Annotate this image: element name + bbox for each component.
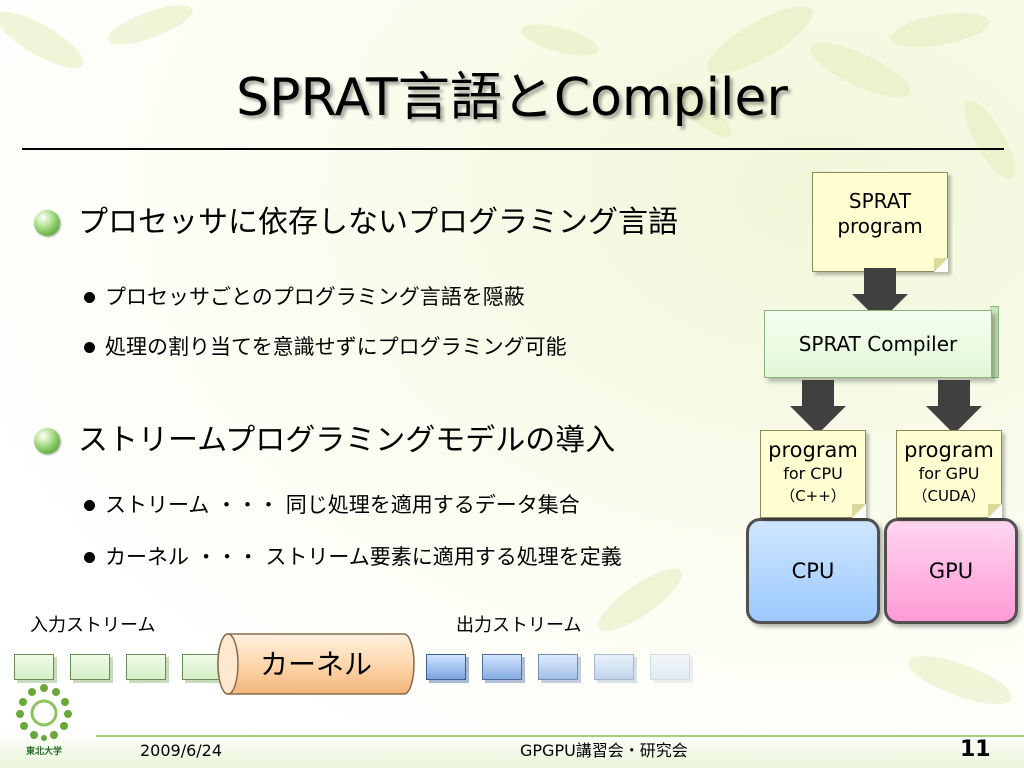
- sub-bullet: 処理の割り当てを意識せずにプログラミング可能: [84, 330, 567, 364]
- cpu-program-target: for CPU: [783, 464, 843, 483]
- output-stream-label: 出力ストリーム: [456, 615, 582, 636]
- title-underline: [22, 148, 1004, 150]
- sub-bullet-text: カーネル ・・・ ストリーム要素に適用する処理を定義: [105, 545, 622, 569]
- gpu-program-note: program for GPU （CUDA）: [896, 430, 1002, 518]
- kernel-cylinder: [217, 633, 415, 695]
- sprat-program-line2: program: [837, 214, 923, 238]
- sub-bullet-text: プロセッサごとのプログラミング言語を隠蔽: [105, 285, 525, 309]
- bullet-processor-independent: プロセッサに依存しないプログラミング言語: [34, 200, 678, 246]
- input-stream-element: [70, 654, 110, 680]
- sprat-program-note: SPRAT program: [812, 172, 948, 272]
- cpu-chip: CPU: [746, 518, 880, 624]
- output-stream-element: [482, 654, 522, 680]
- cpu-label: CPU: [791, 559, 835, 583]
- gpu-label: GPU: [928, 559, 974, 583]
- green-bullet-icon: [34, 428, 60, 454]
- gpu-program-language: （CUDA）: [912, 487, 986, 505]
- footer-bar: [0, 732, 1024, 768]
- footer-date: 2009/6/24: [140, 741, 223, 760]
- input-stream-element: [14, 654, 54, 680]
- green-bullet-icon: [34, 210, 60, 236]
- sub-bullet: プロセッサごとのプログラミング言語を隠蔽: [84, 280, 525, 314]
- compiler-box-side: [990, 306, 999, 378]
- slide-title: SPRAT言語とCompiler: [236, 68, 788, 128]
- page-number: 11: [960, 737, 991, 762]
- sub-bullet: ストリーム ・・・ 同じ処理を適用するデータ集合: [84, 488, 580, 522]
- input-stream-label: 入力ストリーム: [30, 615, 156, 636]
- gpu-program-title: program: [904, 438, 994, 462]
- page-fold-icon: [988, 504, 1002, 518]
- output-stream-element: [594, 654, 634, 680]
- cpu-program-language: （C++）: [780, 487, 846, 505]
- leaf-wreath-logo-icon: [16, 684, 72, 741]
- arrow-down-icon: [926, 380, 982, 434]
- dot-bullet-icon: [84, 291, 95, 303]
- gpu-chip: GPU: [884, 518, 1018, 624]
- logo-text: 東北大学: [25, 747, 62, 757]
- dot-bullet-icon: [84, 499, 95, 511]
- bullet-text: プロセッサに依存しないプログラミング言語: [78, 205, 678, 240]
- cpu-program-title: program: [768, 438, 858, 462]
- sub-bullet: カーネル ・・・ ストリーム要素に適用する処理を定義: [84, 540, 622, 574]
- sub-bullet-text: ストリーム ・・・ 同じ処理を適用するデータ集合: [105, 493, 580, 517]
- cpu-program-note: program for CPU （C++）: [760, 430, 866, 518]
- kernel-label: カーネル: [259, 648, 372, 681]
- sprat-program-line1: SPRAT: [848, 189, 912, 213]
- output-stream-element: [650, 654, 690, 680]
- sprat-compiler-box: SPRAT Compiler: [764, 310, 992, 378]
- input-stream-element: [126, 654, 166, 680]
- university-logo: 東北大学: [8, 680, 80, 762]
- page-fold-icon: [852, 504, 866, 518]
- footer-event-title: GPGPU講習会・研究会: [520, 741, 688, 760]
- output-stream-element: [426, 654, 466, 680]
- arrow-down-icon: [790, 380, 846, 434]
- gpu-program-target: for GPU: [918, 464, 980, 483]
- page-fold-icon: [934, 258, 948, 272]
- footer-divider: [96, 735, 1024, 737]
- bullet-stream-model: ストリームプログラミングモデルの導入: [34, 418, 615, 464]
- dot-bullet-icon: [84, 341, 95, 353]
- dot-bullet-icon: [84, 551, 95, 563]
- sub-bullet-text: 処理の割り当てを意識せずにプログラミング可能: [105, 335, 567, 359]
- bullet-text: ストリームプログラミングモデルの導入: [78, 423, 616, 458]
- output-stream-element: [538, 654, 578, 680]
- arrow-down-icon: [852, 268, 908, 322]
